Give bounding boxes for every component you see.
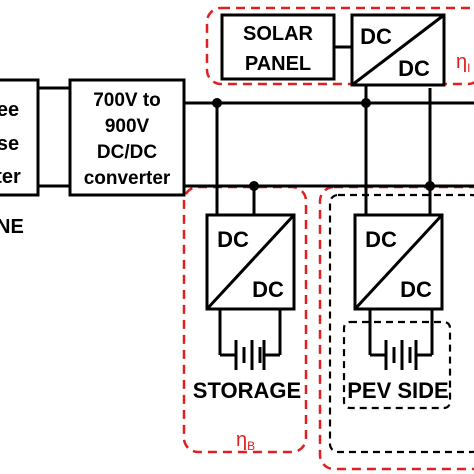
left-block-line1: ee <box>0 99 19 121</box>
pev-label: PEV SIDE <box>347 378 448 403</box>
solar-dcdc-top-label: DC <box>360 24 392 49</box>
line-label: NE <box>0 216 24 238</box>
three-phase-inverter-box <box>0 78 40 197</box>
pev-battery-icon <box>368 309 434 370</box>
storage-dcdc-top-label: DC <box>217 227 249 252</box>
converter-line1: 700V to <box>93 90 161 111</box>
junction-dot <box>425 181 435 191</box>
pev-dcdc-diagonal <box>353 213 444 311</box>
storage-dcdc-diagonal <box>205 213 296 311</box>
pev-battery-outline <box>342 320 452 410</box>
dcdc-converter-box <box>68 78 186 197</box>
junction-dot <box>249 181 259 191</box>
converter-line3: DC/DC <box>97 142 157 163</box>
junction-dot <box>361 98 371 108</box>
converter-line2: 900V <box>105 116 150 137</box>
pev-dcdc-top-label: DC <box>365 227 397 252</box>
solar-dcdc-bottom-label: DC <box>398 56 430 81</box>
pev-region-outline <box>318 185 474 471</box>
eta-solar-symbol: η <box>456 51 467 73</box>
storage-battery-icon <box>218 309 282 370</box>
solar-region-outline <box>205 6 474 86</box>
storage-dcdc-bottom-label: DC <box>252 277 284 302</box>
storage-label: STORAGE <box>193 378 301 403</box>
converter-line4: converter <box>84 168 171 189</box>
solar-line2: PANEL <box>245 53 311 75</box>
left-block-line3: ter <box>0 166 21 188</box>
junction-dot <box>212 98 222 108</box>
eta-storage-symbol: η <box>236 429 247 451</box>
solar-line1: SOLAR <box>243 23 314 45</box>
eta-storage-sub: B <box>247 439 255 453</box>
eta-solar-label: ηI <box>456 51 470 75</box>
solar-dcdc-diagonal <box>351 13 445 87</box>
pev-dcdc-bottom-label: DC <box>400 277 432 302</box>
pev-inner-outline <box>328 193 474 454</box>
eta-solar-sub: I <box>467 61 470 75</box>
eta-storage-label: ηB <box>236 429 255 453</box>
left-block-line2: se <box>0 133 19 155</box>
